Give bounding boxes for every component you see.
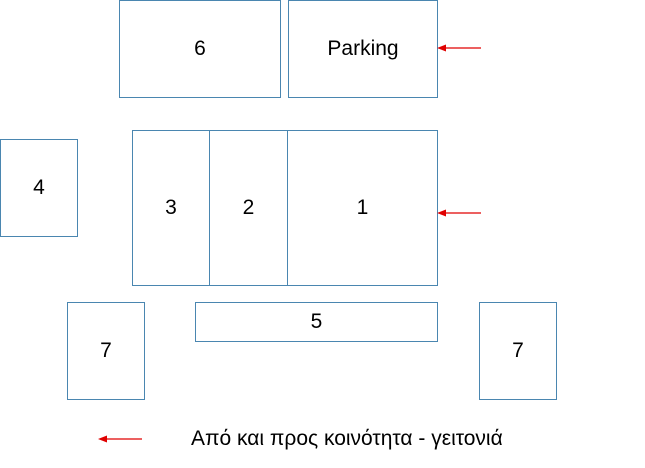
box-6: 6 (119, 0, 281, 98)
box-4-label: 4 (33, 176, 45, 199)
box-parking: Parking (288, 0, 438, 98)
box-7-right-label: 7 (512, 339, 524, 362)
box-7-right: 7 (479, 302, 557, 400)
box-2: 2 (209, 130, 288, 286)
box-1-arrow-icon (437, 208, 482, 218)
box-6-label: 6 (194, 37, 206, 60)
box-5: 5 (195, 302, 438, 342)
box-1: 1 (287, 130, 438, 286)
parking-arrow-icon (437, 43, 482, 53)
box-3-label: 3 (165, 196, 177, 219)
box-3: 3 (132, 130, 210, 286)
legend-text: Από και προς κοινότητα - γειτονιά (191, 427, 503, 450)
box-2-label: 2 (242, 196, 255, 219)
box-parking-label: Parking (327, 37, 399, 60)
box-5-label: 5 (310, 310, 323, 333)
box-1-label: 1 (356, 196, 369, 219)
box-7-left: 7 (67, 302, 145, 400)
box-4: 4 (0, 139, 78, 237)
legend-arrow-icon (98, 434, 143, 444)
box-7-left-label: 7 (100, 339, 112, 362)
